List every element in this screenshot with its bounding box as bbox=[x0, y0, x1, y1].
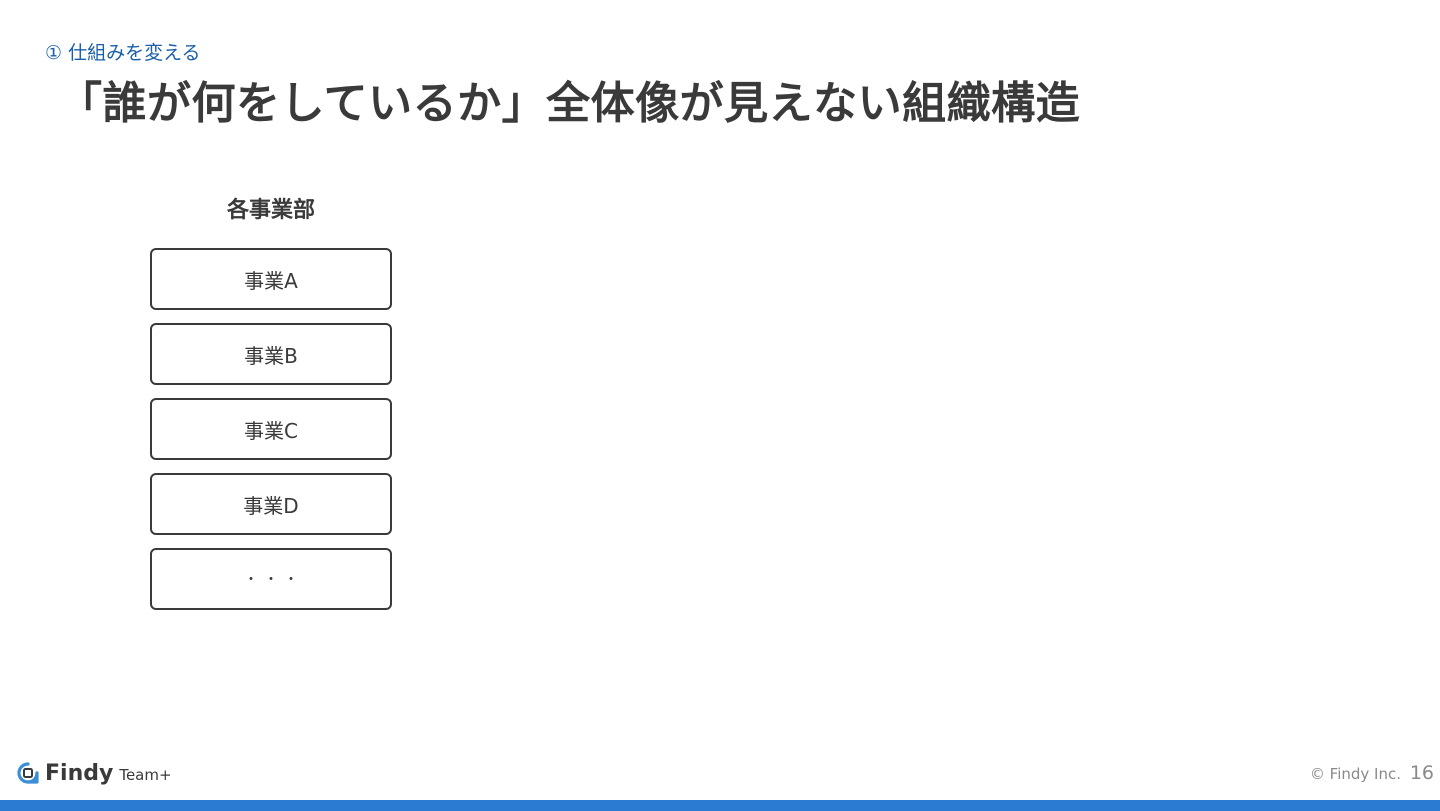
logo-product: Team+ bbox=[119, 766, 172, 784]
copyright: © Findy Inc. bbox=[1309, 765, 1401, 783]
logo-brand: Findy bbox=[45, 761, 114, 786]
footer-logo: Findy Team+ bbox=[17, 759, 172, 787]
bottom-accent-bar bbox=[0, 800, 1440, 811]
section-label: ① 仕組みを変える bbox=[45, 42, 201, 64]
page-title: 「誰が何をしているか」全体像が見えない組織構造 bbox=[58, 78, 1081, 129]
unit-box-a: 事業A bbox=[150, 248, 392, 310]
findy-logo-icon bbox=[17, 762, 39, 784]
unit-box-b: 事業B bbox=[150, 323, 392, 385]
unit-box-more: ・・・ bbox=[150, 548, 392, 610]
group-heading: 各事業部 bbox=[226, 198, 315, 223]
business-units-group: 各事業部 事業A 事業B 事業C 事業D ・・・ bbox=[150, 193, 392, 623]
page-number: 16 bbox=[1409, 762, 1434, 784]
unit-box-d: 事業D bbox=[150, 473, 392, 535]
unit-box-c: 事業C bbox=[150, 398, 392, 460]
